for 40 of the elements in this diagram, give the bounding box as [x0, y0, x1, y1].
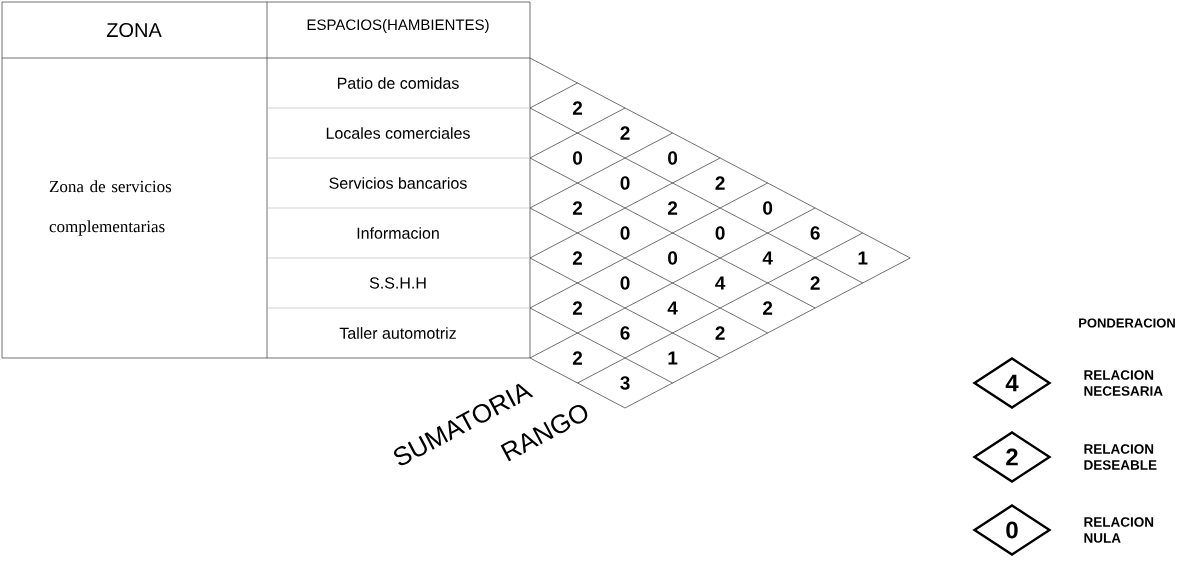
matrix-value: 2 — [763, 301, 773, 315]
rating-description: RELACION DESEABLE — [1084, 444, 1157, 470]
matrix-value: 0 — [620, 276, 630, 290]
matrix-value: 2 — [572, 251, 583, 265]
header-text: ESPACIOS(HAMBIENTES) — [307, 19, 489, 33]
matrix-value: 1 — [668, 351, 678, 365]
matrix-value: 2 — [572, 301, 583, 315]
matrix-value: 3 — [620, 376, 630, 390]
matrix-value: 0 — [620, 226, 630, 240]
matrix-value: 4 — [762, 251, 773, 265]
matrix-value: 6 — [620, 326, 630, 340]
matrix-value: 0 — [573, 151, 583, 165]
matrix-value: 0 — [715, 226, 725, 240]
space-label: Servicios bancarios — [329, 177, 467, 189]
matrix-value: 0 — [668, 251, 678, 265]
legend-title: PONDERACION — [1079, 318, 1175, 328]
matrix-value: 2 — [572, 351, 583, 365]
matrix-value: 1 — [858, 251, 868, 265]
space-label: S.S.H.H — [369, 277, 426, 289]
matrix-value: 0 — [668, 151, 678, 165]
matrix-value: 2 — [620, 126, 630, 140]
matrix-value: 2 — [572, 101, 583, 115]
matrix-value: 4 — [667, 301, 678, 315]
matrix-value: 2 — [810, 276, 820, 290]
rating-description: RELACION NECESARIA — [1084, 370, 1163, 396]
matrix-value: 2 — [715, 326, 725, 340]
matrix-value: 0 — [763, 201, 773, 215]
rating-description: RELACION NULA — [1084, 517, 1154, 543]
zone-label: Zona de servicios complementarias — [49, 180, 172, 236]
space-label: Taller automotriz — [339, 327, 456, 339]
matrix-value: 4 — [715, 276, 726, 290]
matrix-value: 2 — [572, 201, 583, 215]
space-label: Informacion — [357, 227, 439, 239]
space-label: Locales comerciales — [326, 127, 470, 139]
matrix-value: 6 — [810, 226, 820, 240]
matrix-value: 2 — [715, 176, 725, 190]
matrix-value: 2 — [667, 201, 678, 215]
matrix-value: 0 — [620, 176, 630, 190]
header-text: ZONA — [106, 22, 162, 38]
space-label: Patio de comidas — [337, 77, 459, 89]
